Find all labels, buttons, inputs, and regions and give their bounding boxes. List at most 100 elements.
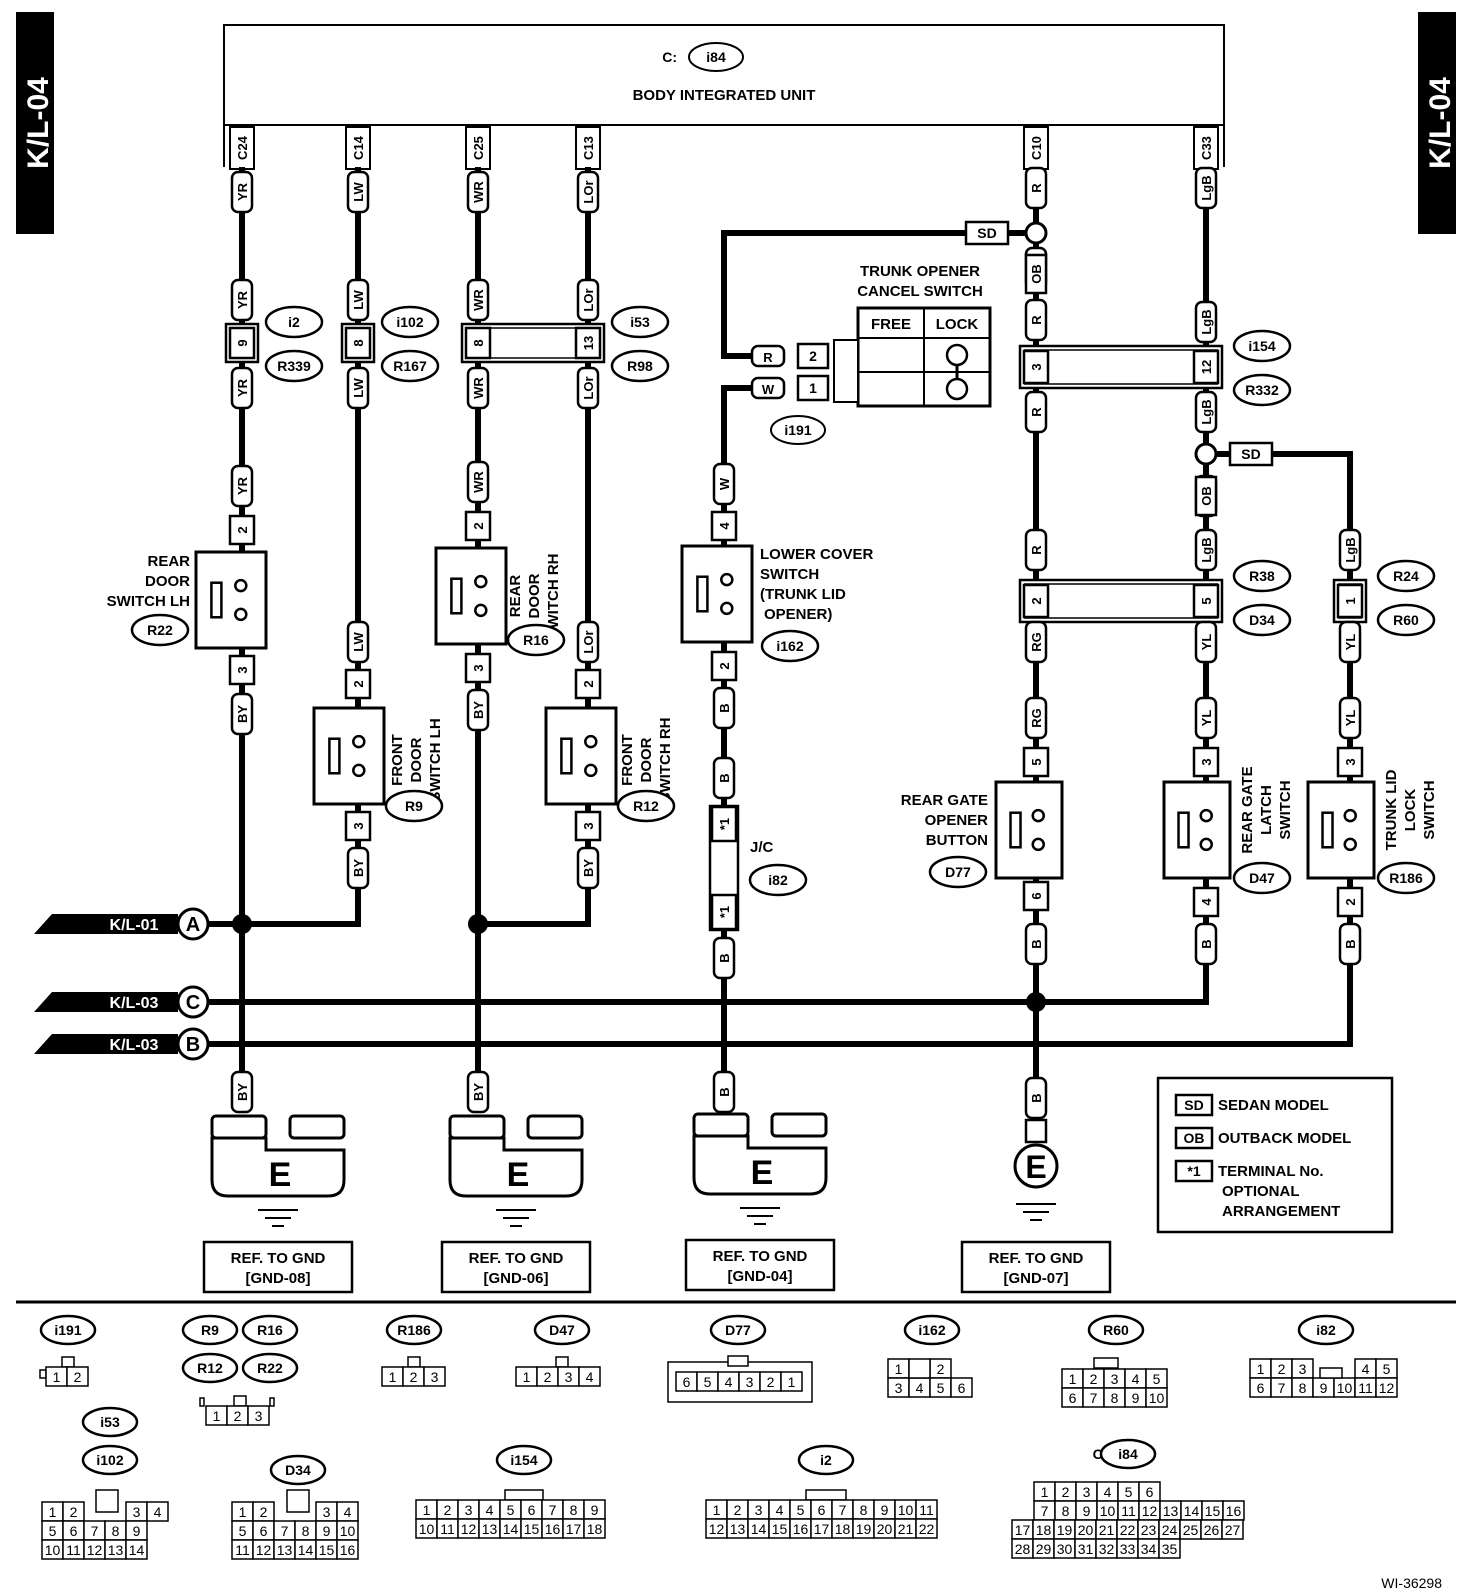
connector-pin (1022, 746, 1050, 778)
ground-mark: E (1025, 1149, 1046, 1185)
connector-lock (1319, 1367, 1343, 1379)
cavity-number: 2 (544, 1369, 552, 1385)
connector-pin (228, 654, 256, 686)
wire-label-box (1338, 922, 1362, 966)
link-letter: A (186, 914, 200, 936)
page-tag-left-text: K/L-04 (22, 77, 55, 169)
legend-text-terminal-3: ARRANGEMENT (1222, 1203, 1340, 1220)
connector-view-tag (181, 1314, 239, 1346)
connector-pin (796, 374, 830, 402)
cavity-number: 9 (591, 1502, 599, 1518)
cavity-number: 3 (1299, 1361, 1307, 1377)
cavity-number: 6 (818, 1502, 826, 1518)
cavity-number: 19 (1057, 1522, 1073, 1538)
connector-cavity (423, 1366, 446, 1387)
wire-label-box (466, 1070, 490, 1114)
view-label-i102: i102 (96, 1452, 123, 1468)
wire-label-box (750, 376, 786, 400)
connector-lock (504, 1489, 544, 1501)
switch-body (994, 780, 1064, 880)
cavity-number: 12 (256, 1542, 272, 1558)
wire-label-box (1024, 298, 1048, 342)
switch-contact (1199, 837, 1213, 852)
wire-label: WR (471, 471, 486, 493)
ground-ref-label: REF. TO GND (231, 1250, 326, 1267)
conn-label-i191: i191 (784, 422, 811, 438)
rear-door-lh-label-3: SWITCH LH (107, 593, 190, 610)
wire-link-b (195, 985, 1353, 1047)
cavity-number: 26 (1204, 1522, 1220, 1538)
cavity-number: 3 (133, 1504, 141, 1520)
cavity-number: 3 (565, 1369, 573, 1385)
cavity-number: 3 (323, 1504, 331, 1520)
cavity-number: 15 (1205, 1503, 1221, 1519)
page-tag-right-text: K/L-04 (1424, 77, 1457, 169)
wire-label-box (346, 366, 370, 410)
wire-link-c (195, 985, 1209, 1005)
wire-label-box (1338, 528, 1362, 572)
cavity-number: 14 (298, 1542, 314, 1558)
cavity-number: 21 (898, 1521, 914, 1537)
unit-pin-label: C24 (235, 135, 250, 160)
cavity-number: 1 (1257, 1361, 1265, 1377)
cavity-number: 3 (746, 1374, 754, 1390)
cavity-number: 14 (129, 1542, 145, 1558)
connector-pin (228, 514, 256, 546)
wire-label-box (1024, 922, 1048, 966)
view-label-r12: R12 (197, 1360, 223, 1376)
cavity-number: 13 (482, 1521, 498, 1537)
cavity-number: 8 (1299, 1380, 1307, 1396)
view-label-i162: i162 (918, 1322, 945, 1338)
connector-cavity (950, 1377, 973, 1398)
legend-text-ob: OUTBACK MODEL (1218, 1130, 1351, 1147)
ground-mark: E (751, 1154, 774, 1192)
conn-label-i53: i53 (630, 314, 650, 330)
connector-lock (233, 1395, 247, 1407)
connector-cavity (1375, 1377, 1398, 1398)
wire-label: BY (471, 1083, 486, 1101)
cavity-number: 2 (444, 1502, 452, 1518)
cavity-number: 9 (133, 1523, 141, 1539)
switch-body (1306, 780, 1376, 880)
wire-label-box (230, 170, 254, 214)
rear-gate-opener-label-3: BUTTON (926, 832, 988, 849)
pin-number: 2 (1029, 597, 1044, 604)
pin-number: 2 (809, 348, 817, 364)
cavity-number: 12 (461, 1521, 477, 1537)
link-arrow (34, 1034, 178, 1054)
trunk-opener-cancel-switch: TRUNK OPENER CANCEL SWITCH FREE LOCK i19… (770, 263, 992, 445)
cavity-number: 7 (91, 1523, 99, 1539)
model-tag-sd: SD (1241, 446, 1260, 462)
cavity-number: 3 (895, 1380, 903, 1396)
link-label: K/L-03 (110, 995, 159, 1012)
switch-contact (1031, 837, 1045, 852)
connector-cavity (578, 1366, 601, 1387)
cavity-number: 8 (112, 1523, 120, 1539)
cavity-number: 22 (919, 1521, 935, 1537)
cavity-number: 11 (1121, 1503, 1136, 1519)
cavity-number: 3 (255, 1408, 263, 1424)
cavity-number: 32 (1099, 1541, 1115, 1557)
cavity-number: 10 (419, 1521, 435, 1537)
trunk-cancel-label-1: TRUNK OPENER (860, 263, 980, 280)
model-tag-ob-box (1194, 475, 1218, 517)
connector-housing (1018, 578, 1224, 624)
wire-label-box (712, 1070, 736, 1114)
connector-cavity (146, 1501, 169, 1522)
pin-number: 2 (471, 522, 486, 529)
pin-number: 5 (1199, 597, 1214, 604)
pin-number: 1 (809, 380, 817, 396)
view-label-i154: i154 (510, 1452, 537, 1468)
cavity-number: 25 (1183, 1522, 1199, 1538)
pin-number: 3 (471, 664, 486, 671)
link-arrow (34, 914, 178, 934)
legend-text-sd: SEDAN MODEL (1218, 1097, 1329, 1114)
connector-tag (264, 349, 324, 383)
switch-contact (352, 734, 366, 749)
pin-number: 2 (581, 680, 596, 687)
pin-number: *1 (717, 906, 732, 918)
front-door-lh-label-1: FRONT (389, 734, 406, 786)
pin-number: 3 (581, 822, 596, 829)
conn-label-i82: i82 (768, 872, 788, 888)
switch-contact (1343, 808, 1357, 823)
